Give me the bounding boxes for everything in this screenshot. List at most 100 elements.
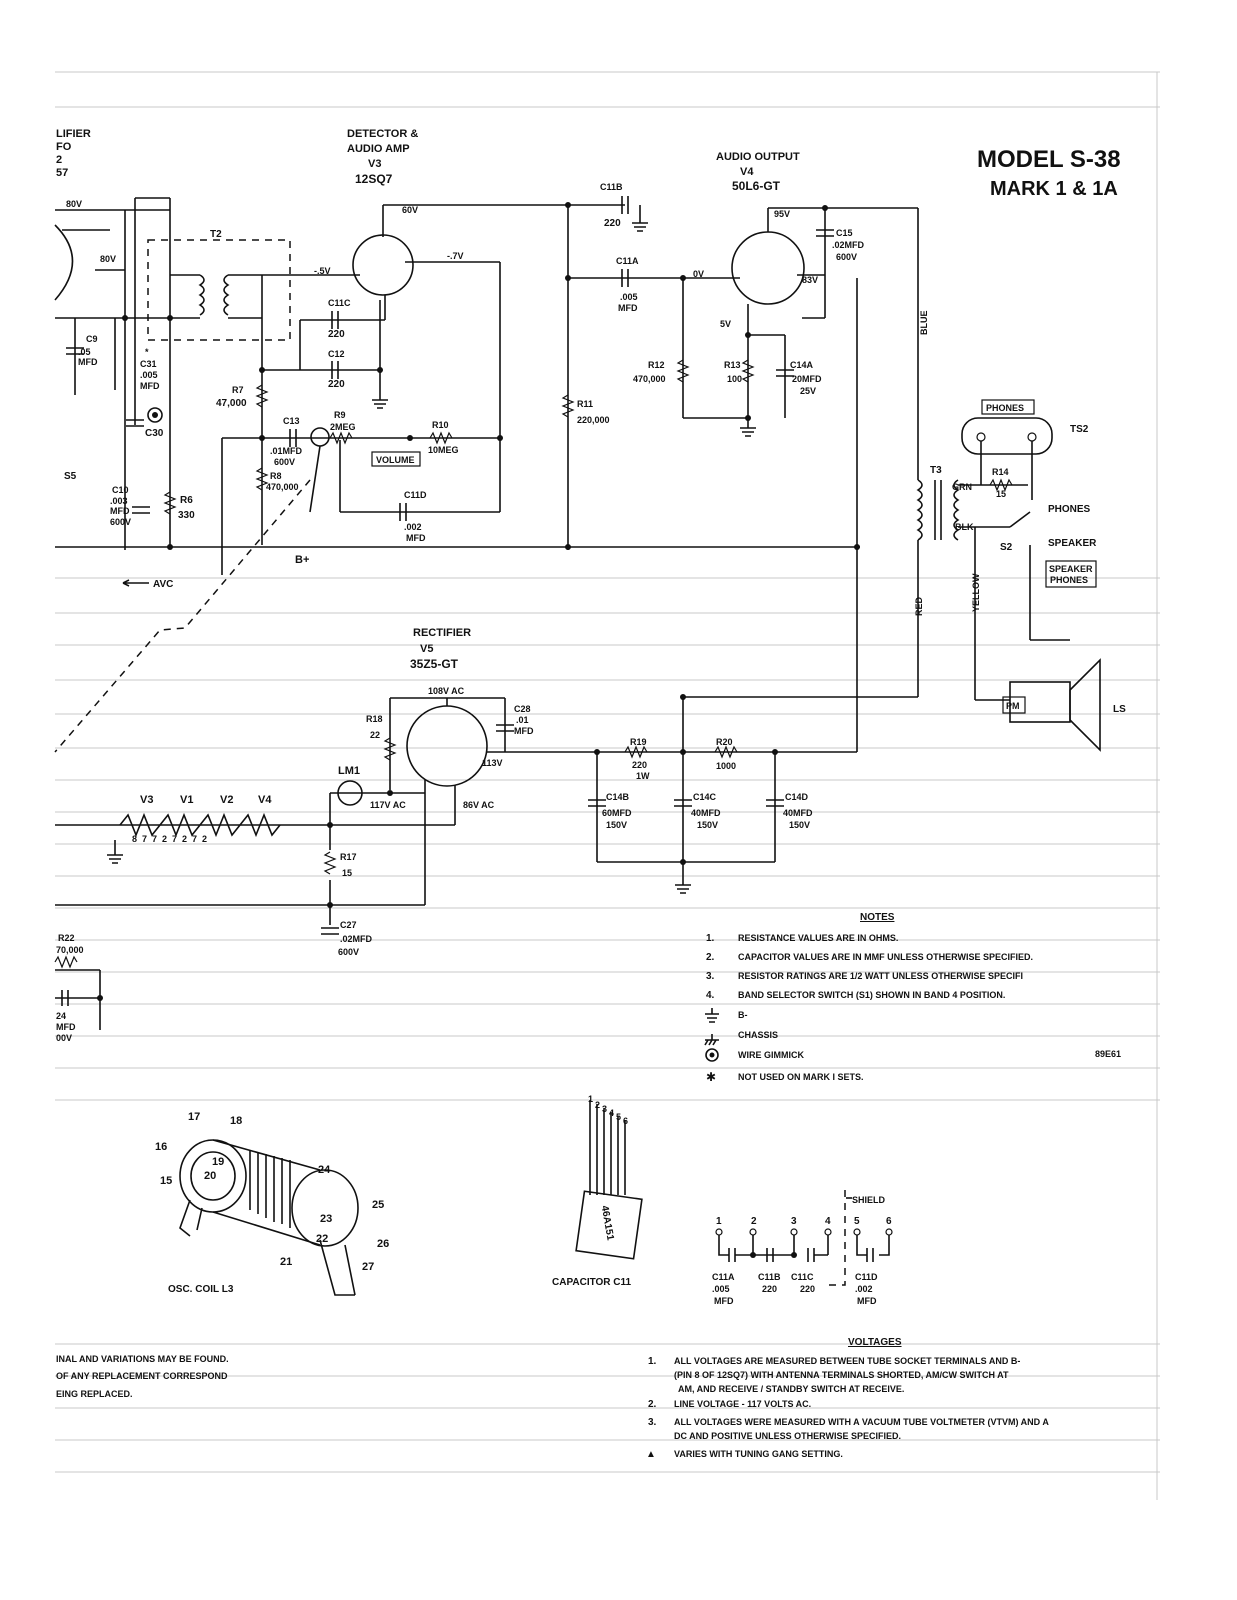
svg-text:C14D: C14D — [785, 792, 809, 802]
svg-text:17: 17 — [188, 1111, 200, 1123]
svg-text:C11B: C11B — [600, 182, 623, 192]
svg-text:R6: R6 — [180, 495, 193, 506]
svg-text:330: 330 — [178, 510, 195, 521]
label-5v: 5V — [720, 319, 731, 329]
svg-text:24: 24 — [318, 1164, 331, 1176]
svg-text:.005: .005 — [712, 1284, 730, 1294]
v3-tube-envelope — [352, 234, 414, 296]
label-t3: T3 — [930, 465, 942, 476]
label-minus-5v: -.5V — [314, 266, 331, 276]
speaker-phones-box — [1045, 560, 1097, 588]
svg-text:MFD: MFD — [110, 506, 130, 516]
detector-ref: V3 — [368, 158, 381, 170]
heater-v2: V2 — [220, 794, 233, 806]
svg-text:(PIN 8 OF 12SQ7) WITH ANTENNA: (PIN 8 OF 12SQ7) WITH ANTENNA TERMINALS … — [674, 1370, 1009, 1380]
svg-text:MFD: MFD — [406, 533, 426, 543]
t3-secondary — [953, 479, 960, 541]
svg-text:2: 2 — [751, 1216, 757, 1227]
svg-text:.01: .01 — [516, 715, 529, 725]
svg-text:INAL AND VARIATIONS MAY BE FOU: INAL AND VARIATIONS MAY BE FOUND. — [56, 1354, 229, 1364]
label-0v: 0V — [693, 269, 704, 279]
label-speaker-phones: PHONES — [1050, 575, 1088, 585]
svg-text:600V: 600V — [274, 457, 295, 467]
svg-text:C28: C28 — [514, 704, 531, 714]
svg-text:R11: R11 — [577, 399, 593, 409]
svg-text:1000: 1000 — [716, 761, 736, 771]
svg-text:10MEG: 10MEG — [428, 445, 459, 455]
svg-text:.005: .005 — [140, 370, 158, 380]
svg-text:40MFD: 40MFD — [783, 808, 813, 818]
label-ts2: TS2 — [1070, 424, 1089, 435]
svg-text:C11A: C11A — [712, 1272, 735, 1282]
svg-text:15: 15 — [996, 489, 1006, 499]
svg-text:19: 19 — [212, 1156, 224, 1168]
svg-text:EING REPLACED.: EING REPLACED. — [56, 1389, 133, 1399]
label-red-wire: RED — [914, 596, 924, 616]
svg-text:C15: C15 — [836, 228, 853, 238]
volume-pot — [310, 427, 330, 447]
svg-text:C31: C31 — [140, 359, 157, 369]
svg-text:R7: R7 — [232, 385, 244, 395]
svg-text:150V: 150V — [697, 820, 718, 830]
voltages-block: VOLTAGES 1. ALL VOLTAGES ARE MEASURED BE… — [646, 1337, 1049, 1460]
svg-text:70,000: 70,000 — [56, 945, 84, 955]
capacitor-symbols — [61, 196, 834, 1006]
wiring — [54, 197, 1101, 1030]
svg-text:*: * — [145, 347, 149, 357]
capacitor-c11-drawing: 46A151 1 2 3 4 5 6 CAPACITOR C11 1 2 3 4… — [552, 1094, 893, 1306]
note-text: RESISTANCE VALUES ARE IN OHMS. — [738, 933, 898, 943]
c11-leads — [589, 1100, 626, 1195]
svg-text:R17: R17 — [340, 852, 357, 862]
asterisk-icon: ✱ — [706, 1070, 716, 1084]
left-notes: INAL AND VARIATIONS MAY BE FOUND. OF ANY… — [56, 1354, 229, 1399]
svg-text:C11D: C11D — [855, 1272, 878, 1282]
svg-text:3.: 3. — [706, 971, 715, 982]
ground-symbol — [372, 399, 388, 409]
svg-text:220: 220 — [762, 1284, 777, 1294]
label-blk: BLK — [955, 522, 974, 532]
svg-text:5: 5 — [616, 1112, 621, 1122]
svg-text:470,000: 470,000 — [633, 374, 666, 384]
label-s5: S5 — [64, 471, 77, 482]
svg-text:100: 100 — [727, 374, 742, 384]
shield-label: SHIELD — [852, 1195, 886, 1205]
note-text: RESISTOR RATINGS ARE 1/2 WATT UNLESS OTH… — [738, 971, 1023, 981]
label-113v: 113V — [482, 758, 503, 768]
label-phones-box: PHONES — [986, 403, 1024, 413]
v5-tube-envelope — [406, 705, 488, 787]
svg-text:.05: .05 — [78, 347, 91, 357]
label-speaker-phones: SPEAKER — [1049, 564, 1093, 574]
svg-text:OF ANY REPLACEMENT CORRESPOND: OF ANY REPLACEMENT CORRESPOND — [56, 1371, 228, 1381]
speaker-cone — [1069, 658, 1101, 752]
label-80v: 80V — [100, 254, 116, 264]
label-ls: LS — [1113, 704, 1126, 715]
component-labels: C9 .05 MFD * C31 .005 MFD C30 C10 .003 M… — [56, 182, 1009, 1043]
volume-box — [371, 451, 421, 467]
svg-text:C14A: C14A — [790, 360, 814, 370]
svg-text:1.: 1. — [706, 933, 715, 944]
coil-form-end-back — [291, 1169, 359, 1247]
svg-text:R14: R14 — [992, 467, 1009, 477]
label-s2: S2 — [1000, 542, 1013, 553]
svg-text:R20: R20 — [716, 737, 733, 747]
svg-text:26: 26 — [377, 1238, 389, 1250]
label-yellow-wire: YELLOW — [971, 573, 981, 612]
svg-text:20: 20 — [204, 1170, 216, 1182]
svg-text:C10: C10 — [112, 485, 129, 495]
capacitor-c11-label: CAPACITOR C11 — [552, 1277, 632, 1288]
svg-text:R10: R10 — [432, 420, 449, 430]
heater-pins: 8 7 7 2 7 2 7 2 — [132, 834, 207, 844]
svg-text:MFD: MFD — [618, 303, 638, 313]
svg-text:ALL VOLTAGES WERE MEASURED WIT: ALL VOLTAGES WERE MEASURED WITH A VACUUM… — [674, 1417, 1049, 1427]
svg-text:C13: C13 — [283, 416, 300, 426]
label-blue-wire: BLUE — [919, 311, 929, 336]
amplifier-ref: 2 — [56, 154, 62, 166]
svg-text:.002: .002 — [855, 1284, 873, 1294]
svg-text:3: 3 — [791, 1216, 797, 1227]
c11-body — [575, 1190, 643, 1260]
svg-text:R22: R22 — [58, 933, 75, 943]
svg-text:MFD: MFD — [140, 381, 160, 391]
svg-text:27: 27 — [362, 1261, 374, 1273]
label-95v: 95V — [774, 209, 790, 219]
